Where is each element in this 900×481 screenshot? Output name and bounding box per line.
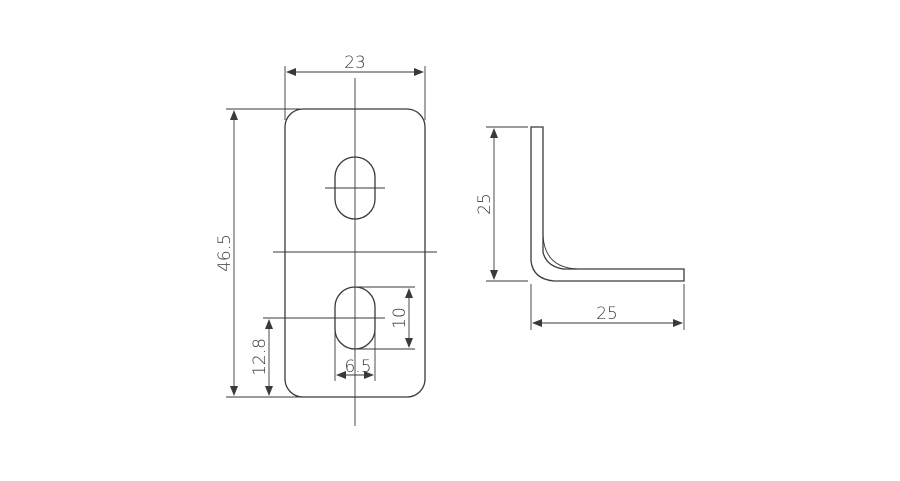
- hole-offset-label: 12.8: [250, 338, 270, 376]
- front-view: 23 46.5 12.8 10 6.5: [215, 53, 437, 426]
- height-dimension-label: 46.5: [215, 234, 235, 272]
- side-height-dimension: 25: [475, 126, 528, 282]
- height-dimension: 46.5: [215, 108, 320, 398]
- side-length-dimension: 25: [530, 284, 685, 330]
- side-view: 25 25: [475, 126, 685, 330]
- side-length-label: 25: [596, 304, 618, 324]
- inner-fillet-line: [542, 231, 579, 270]
- width-dimension: 23: [284, 53, 426, 120]
- hole-width-label: 6.5: [344, 357, 371, 377]
- angle-profile: [530, 126, 685, 282]
- hole-length-label: 10: [390, 307, 410, 329]
- side-height-label: 25: [475, 193, 495, 215]
- hole-offset-dimension: 12.8: [250, 319, 273, 396]
- width-dimension-label: 23: [344, 53, 366, 73]
- hole-width-dimension: 6.5: [334, 318, 376, 381]
- hole-length-dimension: 10: [355, 286, 415, 350]
